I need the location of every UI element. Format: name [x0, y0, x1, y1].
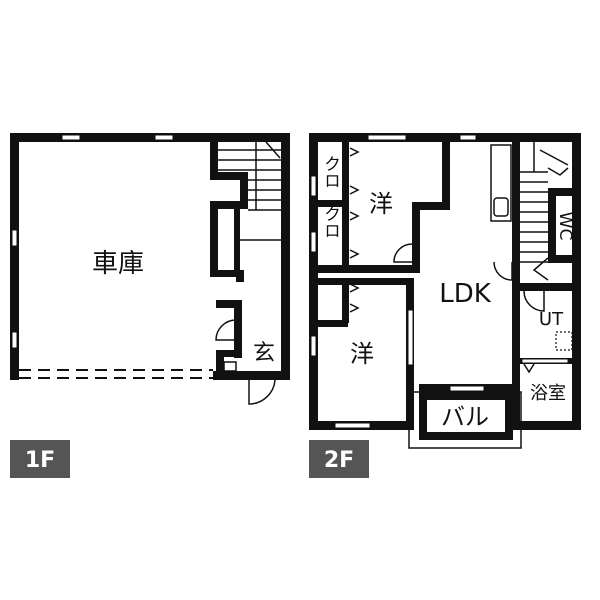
inner-wall — [240, 172, 248, 206]
floor-badge-1f-bg — [10, 440, 70, 478]
inner-wall — [318, 278, 413, 285]
outer-wall-bottom-bath — [515, 421, 581, 430]
inner-wall — [236, 270, 244, 282]
floor-2f: クロ クロ 洋 洋 LDK WC UT 浴室 バル 2F — [309, 133, 581, 478]
room-label-ut: UT — [539, 309, 564, 330]
balcony-inner — [427, 400, 505, 432]
room-label-closet-1: クロ — [320, 155, 340, 189]
door-swing — [493, 261, 513, 281]
inner-wall — [412, 202, 450, 210]
floor-badge-1f: 1F — [25, 448, 55, 473]
room-label-entrance: 玄 — [253, 341, 275, 366]
room-label-closet-2: クロ — [320, 205, 340, 239]
room-label-garage: 車庫 — [92, 249, 144, 279]
window — [154, 134, 174, 141]
floor-1f: 車庫 玄 1F — [10, 133, 290, 478]
room-label-ldk: LDK — [439, 279, 492, 309]
window — [459, 134, 477, 141]
sliding-door — [407, 309, 414, 366]
inner-wall — [412, 202, 420, 273]
window — [310, 335, 317, 357]
washer-pan — [555, 331, 573, 351]
window — [61, 134, 81, 141]
window — [449, 385, 485, 392]
room-label-western-2: 洋 — [350, 340, 374, 368]
bath-door — [521, 358, 569, 364]
outer-wall-top — [309, 133, 581, 142]
inner-wall — [342, 278, 349, 323]
inner-wall — [318, 265, 418, 273]
door-marker — [523, 363, 535, 374]
door-swing — [532, 257, 549, 281]
staircase — [218, 141, 281, 241]
inner-wall — [442, 142, 450, 210]
inner-wall — [234, 300, 242, 358]
window — [310, 175, 317, 197]
floor-badge-2f-bg — [309, 440, 369, 478]
kitchen-counter — [490, 144, 512, 222]
closet-doors — [349, 147, 360, 313]
inner-wall — [216, 350, 242, 357]
inner-wall — [210, 172, 248, 180]
outer-wall-right — [572, 133, 581, 430]
entrance-step — [223, 361, 237, 372]
window — [310, 231, 317, 253]
stair-wall-right — [281, 133, 290, 380]
door-swing — [523, 290, 545, 312]
inner-wall — [210, 201, 218, 275]
room-label-balcony: バル — [441, 403, 489, 431]
garage-wall-top — [10, 133, 290, 142]
inner-wall — [210, 201, 248, 209]
inner-wall — [548, 195, 556, 255]
inner-wall — [216, 350, 224, 376]
floor-badge-2f: 2F — [324, 448, 354, 473]
inner-wall — [548, 188, 581, 196]
room-label-bath: 浴室 — [530, 383, 566, 404]
outer-wall-left — [309, 133, 318, 273]
room-label-wc: WC — [555, 212, 575, 241]
staircase — [520, 142, 569, 263]
inner-wall — [234, 205, 240, 277]
inner-wall — [210, 270, 240, 277]
door-swing — [393, 243, 413, 263]
inner-wall — [216, 300, 240, 308]
inner-wall — [318, 200, 348, 207]
garage-wall-left — [10, 133, 19, 380]
entrance-wall-bottom — [213, 371, 290, 380]
window — [367, 134, 407, 141]
window — [11, 331, 18, 349]
inner-wall — [342, 142, 349, 270]
inner-wall — [210, 142, 218, 177]
inner-wall — [548, 255, 581, 263]
window — [11, 229, 18, 247]
door-swing — [215, 319, 237, 341]
window — [334, 422, 371, 429]
inner-wall — [520, 283, 581, 291]
room-label-western-1: 洋 — [369, 190, 393, 218]
inner-wall — [318, 320, 348, 327]
sink — [493, 197, 509, 217]
inner-wall — [512, 142, 520, 430]
entrance-door-swing — [248, 379, 276, 405]
